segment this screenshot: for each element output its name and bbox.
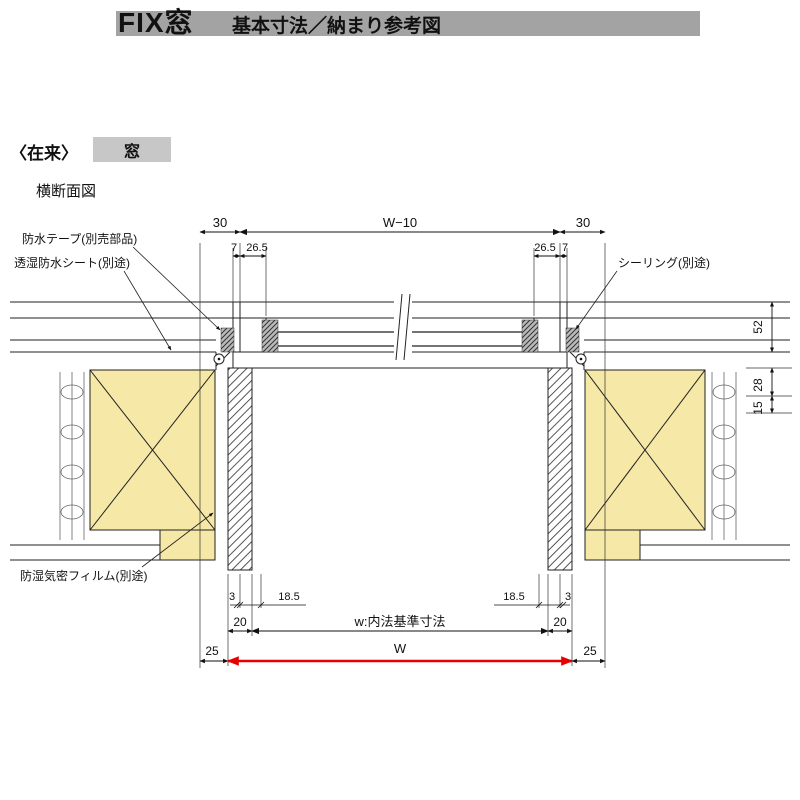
window-tag: 窓 [93, 137, 171, 162]
dim-upper-left-a: 7 [231, 242, 237, 254]
stud-left [89, 369, 216, 531]
wall-left [10, 301, 233, 561]
jamb-trim-right [547, 367, 573, 571]
dim-inner-left: 20 [233, 615, 247, 629]
page-title: FIX窓 [118, 7, 194, 38]
screw-left [213, 353, 225, 365]
construction-type-label: 〈在来〉 [10, 144, 78, 163]
dim-lower-left-b: 18.5 [278, 591, 299, 603]
tape-seal-left [220, 327, 235, 353]
dim-inner-right: 20 [553, 615, 567, 629]
title-band [116, 11, 700, 36]
callout-breathable-sheet: 透湿防水シート(別途) [14, 255, 130, 270]
furring-right [584, 529, 641, 561]
dim-side-a: 52 [751, 320, 765, 334]
dim-upper-left-b: 26.5 [246, 242, 267, 254]
glazing-seal-left [261, 319, 279, 353]
dim-upper-right-a: 26.5 [534, 242, 555, 254]
tape-seal-right [565, 327, 580, 353]
dim-overall-left: 25 [205, 644, 219, 658]
dim-upper-right-b: 7 [562, 242, 568, 254]
jamb-trim-left [227, 367, 253, 571]
dim-overall-right: 25 [583, 644, 597, 658]
callout-sealing: シーリング(別途) [618, 255, 710, 270]
screw-right [575, 353, 587, 365]
furring-left [159, 529, 216, 561]
stud-right [584, 369, 706, 531]
dim-lower-right-a: 18.5 [503, 591, 524, 603]
dim-side-c: 15 [751, 401, 765, 415]
insulation-left [59, 372, 85, 540]
break-symbol [394, 293, 412, 361]
dim-side-b: 28 [751, 378, 765, 392]
glazing-seal-right [521, 319, 539, 353]
callout-waterproof-tape: 防水テープ(別売部品) [22, 231, 137, 246]
dim-overall-center: W [394, 641, 407, 656]
view-title: 横断面図 [36, 183, 97, 200]
page-subtitle: 基本寸法／納まり参考図 [232, 16, 442, 37]
dim-top-center: W−10 [383, 215, 417, 230]
extension-lines [199, 243, 792, 668]
insulation-right [711, 372, 737, 540]
dim-top-right: 30 [576, 215, 590, 230]
dim-lower-left-a: 3 [229, 591, 235, 603]
dim-top-left: 30 [213, 215, 227, 230]
dim-lower-chain [230, 601, 570, 609]
dim-inner-center: w:内法基準寸法 [353, 614, 445, 629]
dim-lower-right-b: 3 [565, 591, 571, 603]
callout-leaders [123, 246, 618, 568]
callout-moisture-film: 防湿気密フィルム(別途) [20, 568, 148, 583]
